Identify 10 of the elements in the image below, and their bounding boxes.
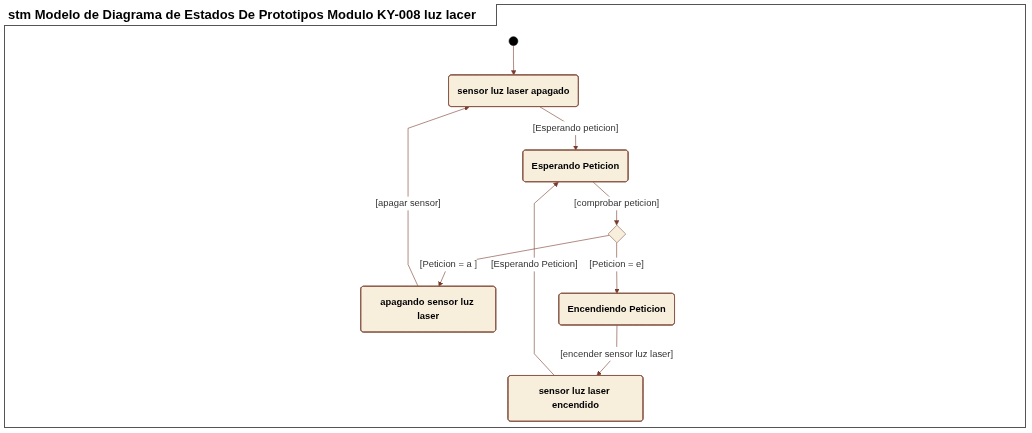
node-circle xyxy=(509,36,519,46)
edge-label: [comprobar peticion] xyxy=(574,198,660,209)
edge-label: [Esperando Peticion] xyxy=(491,259,578,270)
edge-label: [Peticion = a ] xyxy=(420,259,478,270)
edge-label: [apagar sensor] xyxy=(375,198,442,209)
edge-label: [Peticion = e] xyxy=(589,259,645,270)
diagram-title: stm Modelo de Diagrama de Estados De Prototipos Modulo KY-008 luz lacer xyxy=(4,4,498,26)
edge-label: [encender sensor luz laser] xyxy=(560,348,674,359)
node-diamond xyxy=(608,224,627,244)
edge-label: [Esperando peticion] xyxy=(533,123,619,133)
